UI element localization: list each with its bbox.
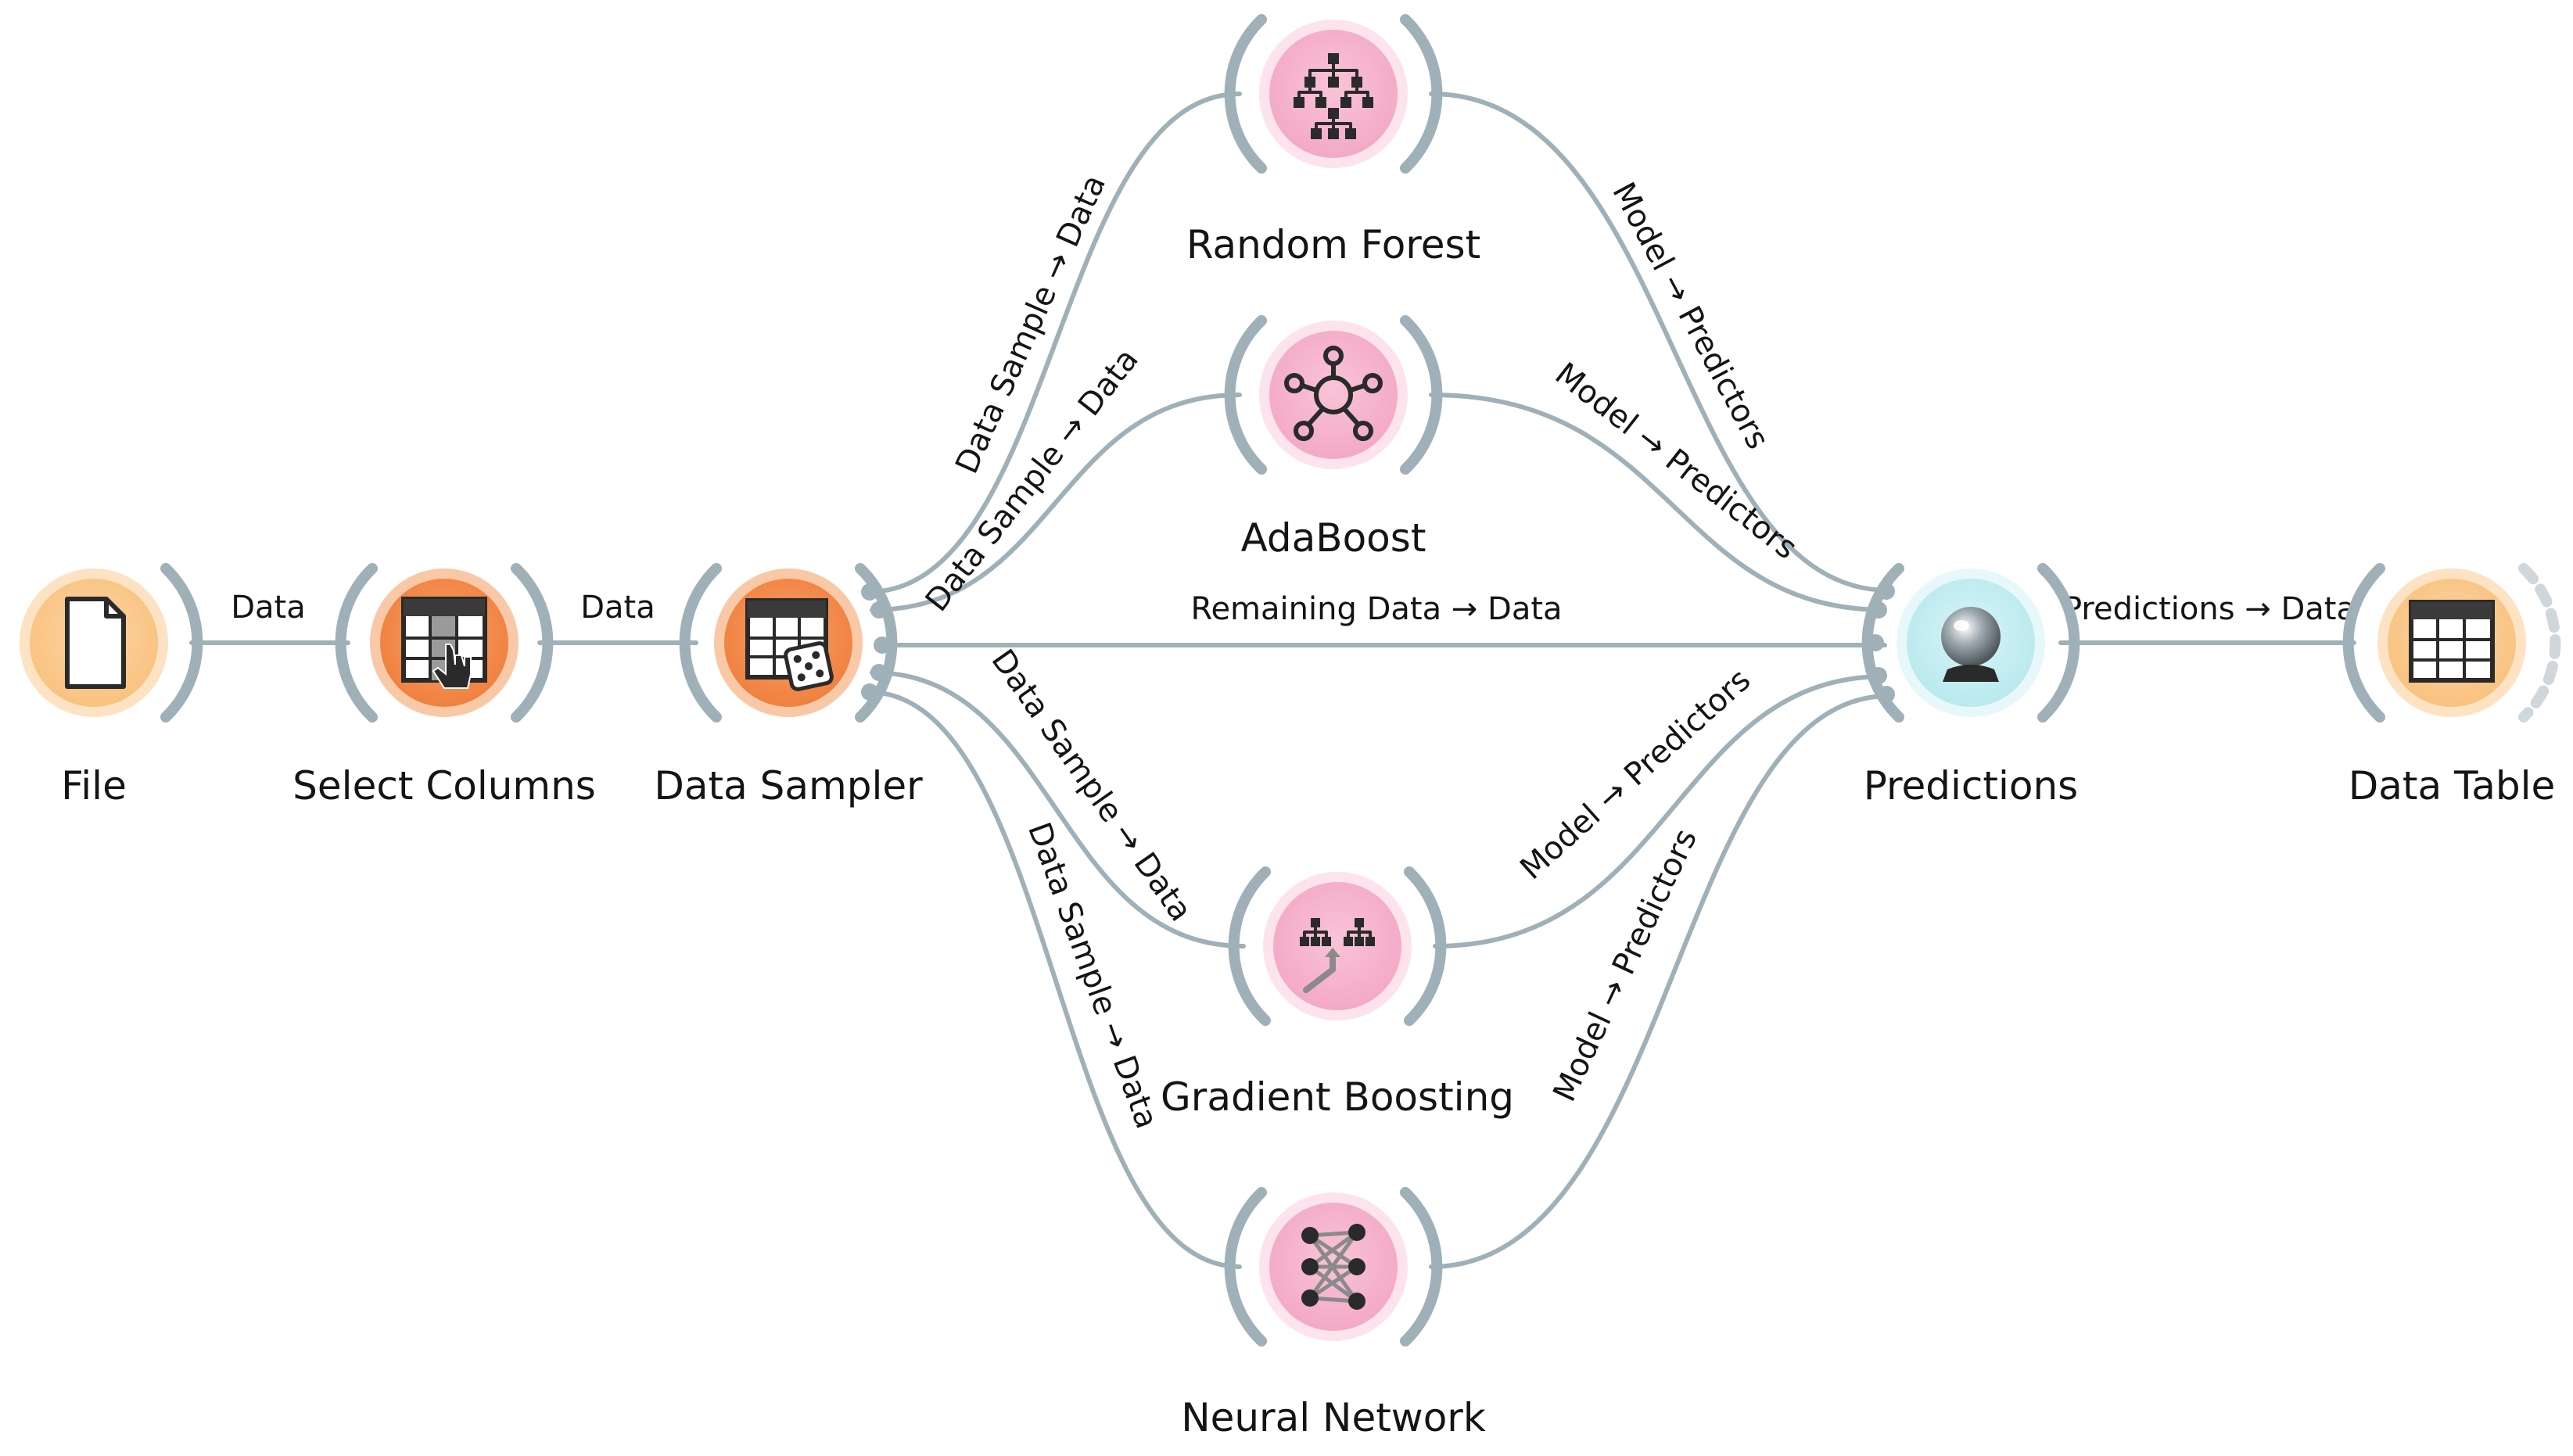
input-anchor[interactable] [2342, 563, 2385, 723]
output-port-dot[interactable] [861, 583, 878, 601]
output-anchor[interactable] [2037, 563, 2080, 723]
link-file-select[interactable]: Data [189, 590, 350, 645]
input-port-dot[interactable] [1870, 601, 1887, 619]
select-columns-icon [401, 597, 487, 689]
link-nn-pred[interactable]: Model → Predictors [1429, 694, 1891, 1269]
node-gradient-boosting[interactable]: Gradient Boosting [1161, 866, 1514, 1120]
input-port-dot[interactable] [1878, 583, 1895, 600]
node-label: Select Columns [292, 763, 596, 809]
output-anchor[interactable] [511, 563, 554, 723]
output-port-dot[interactable] [870, 601, 888, 619]
output-anchor[interactable] [2518, 563, 2561, 723]
output-anchor[interactable] [1404, 866, 1447, 1026]
crystal-ball-icon [1941, 607, 2001, 682]
gradient-boosting-icon [1300, 918, 1375, 993]
output-port-dot[interactable] [874, 637, 891, 654]
node-select-columns[interactable]: Select Columns [292, 563, 596, 809]
node-body [1269, 331, 1398, 459]
output-port-dot[interactable] [870, 664, 888, 681]
output-anchor[interactable] [1400, 1187, 1443, 1347]
input-anchor[interactable] [679, 563, 722, 723]
node-label: File [61, 763, 127, 809]
node-label: Neural Network [1181, 1395, 1486, 1440]
node-adaboost[interactable]: AdaBoost [1224, 315, 1443, 561]
data-table-icon [2409, 600, 2495, 683]
node-neural-network[interactable]: Neural Network [1181, 1187, 1486, 1440]
random-forest-icon [1294, 53, 1373, 139]
input-anchor[interactable] [1224, 315, 1267, 475]
link-label-sampler-gb: Data Sample → Data [984, 643, 1198, 927]
node-random-forest[interactable]: Random Forest [1186, 14, 1480, 267]
link-label-select-sampler: Data [580, 590, 655, 626]
link-sampler-pred[interactable]: Remaining Data → Data [877, 591, 1887, 647]
link-label-nn-pred: Model → Predictors [1546, 823, 1704, 1107]
link-select-sampler[interactable]: Data [537, 590, 698, 645]
link-ada-pred[interactable]: Model → Predictors [1429, 356, 1887, 612]
node-label: Predictions [1864, 763, 2078, 809]
node-label: Random Forest [1186, 222, 1480, 267]
output-anchor[interactable] [160, 563, 203, 723]
node-predictions[interactable]: Predictions [1861, 563, 2080, 809]
node-label: Data Table [2349, 763, 2556, 809]
link-rf-pred[interactable]: Model → Predictors [1429, 91, 1891, 593]
link-sampler-nn[interactable]: Data Sample → Data [866, 690, 1242, 1269]
link-label-sampler-ada: Data Sample → Data [919, 342, 1146, 618]
output-anchor[interactable] [1400, 14, 1443, 174]
link-label-sampler-pred: Remaining Data → Data [1190, 591, 1562, 627]
link-label-pred-table: Predictions → Data [2063, 591, 2356, 627]
link-label-file-select: Data [231, 590, 306, 626]
data-sampler-icon [745, 598, 834, 691]
link-sampler-rf[interactable]: Data Sample → Data [866, 91, 1242, 594]
file-icon [65, 597, 126, 689]
input-anchor[interactable] [1224, 1187, 1267, 1347]
node-label: Gradient Boosting [1161, 1074, 1514, 1120]
node-label: Data Sampler [654, 763, 923, 809]
node-body [1269, 30, 1398, 158]
node-data-sampler[interactable]: Data Sampler [654, 563, 923, 809]
input-anchor[interactable] [1224, 14, 1267, 174]
node-body [1273, 882, 1401, 1010]
input-anchor[interactable] [335, 563, 378, 723]
input-anchor[interactable] [1228, 866, 1271, 1026]
node-file[interactable]: File [20, 563, 203, 809]
link-sampler-ada[interactable]: Data Sample → Data [870, 342, 1242, 619]
link-pred-table[interactable]: Predictions → Data [2058, 591, 2356, 645]
input-port-dot[interactable] [1878, 686, 1895, 703]
input-port-dot[interactable] [1867, 634, 1884, 651]
link-label-ada-pred: Model → Predictors [1548, 356, 1804, 566]
node-data-table[interactable]: Data Table [2342, 563, 2561, 809]
node-label: AdaBoost [1241, 515, 1426, 561]
output-port-dot[interactable] [861, 683, 878, 701]
input-port-dot[interactable] [1870, 667, 1887, 684]
output-anchor[interactable] [1400, 315, 1443, 475]
adaboost-icon [1284, 346, 1383, 441]
neural-network-icon [1301, 1224, 1365, 1310]
